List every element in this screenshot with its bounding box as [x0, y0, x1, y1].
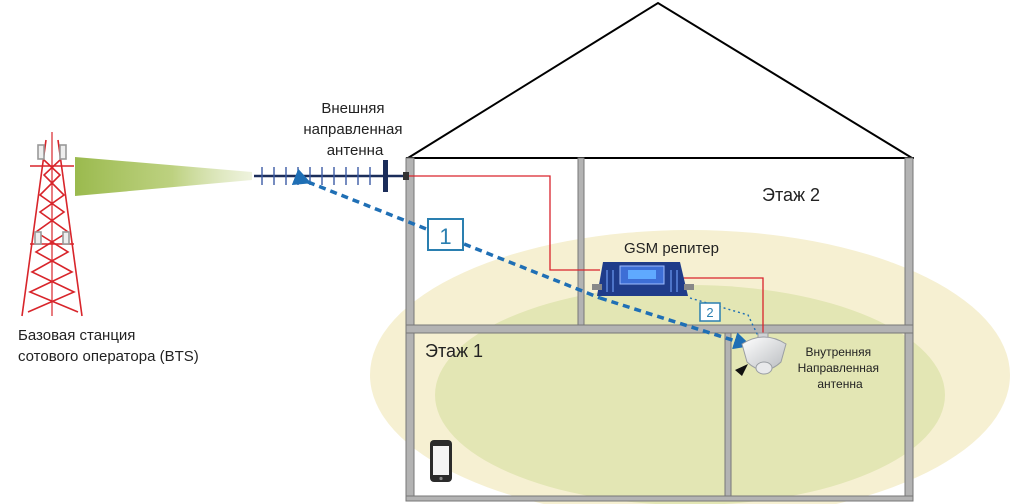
gsm-repeater-label: GSM репитер — [624, 240, 719, 257]
floor-slab — [405, 324, 914, 334]
upper-partition — [577, 157, 585, 326]
cable-indoor — [680, 277, 764, 334]
house-walls — [405, 157, 914, 502]
yagi-antenna-icon — [254, 160, 409, 192]
internal-antenna-label: Внутренняя Направленная антенна — [798, 345, 883, 391]
ceiling-antenna-icon — [741, 332, 787, 375]
cell-tower-icon — [21, 132, 83, 317]
path-badge-2: 2 — [699, 302, 721, 322]
ground-line — [405, 495, 914, 502]
bts-label: Базовая станция сотового оператора (BTS) — [18, 327, 199, 365]
floor-1-label: Этаж 1 — [425, 341, 483, 361]
cable-outdoor — [409, 175, 600, 271]
badge-1-number: 1 — [439, 224, 451, 249]
path-badge-1: 1 — [427, 218, 464, 251]
floor-2-label: Этаж 2 — [762, 185, 820, 205]
house-roof — [407, 1, 913, 159]
gsm-repeater-icon — [592, 262, 694, 296]
signal-beam — [75, 157, 252, 196]
coverage-zone-inner — [435, 285, 945, 504]
signal-path-2 — [599, 296, 752, 350]
smartphone-icon — [430, 440, 452, 482]
lower-partition — [724, 332, 732, 500]
badge-2-number: 2 — [706, 305, 713, 320]
external-antenna-label: Внешняя направленная антенна — [303, 100, 406, 159]
antenna-pointer-arrow — [735, 364, 748, 376]
